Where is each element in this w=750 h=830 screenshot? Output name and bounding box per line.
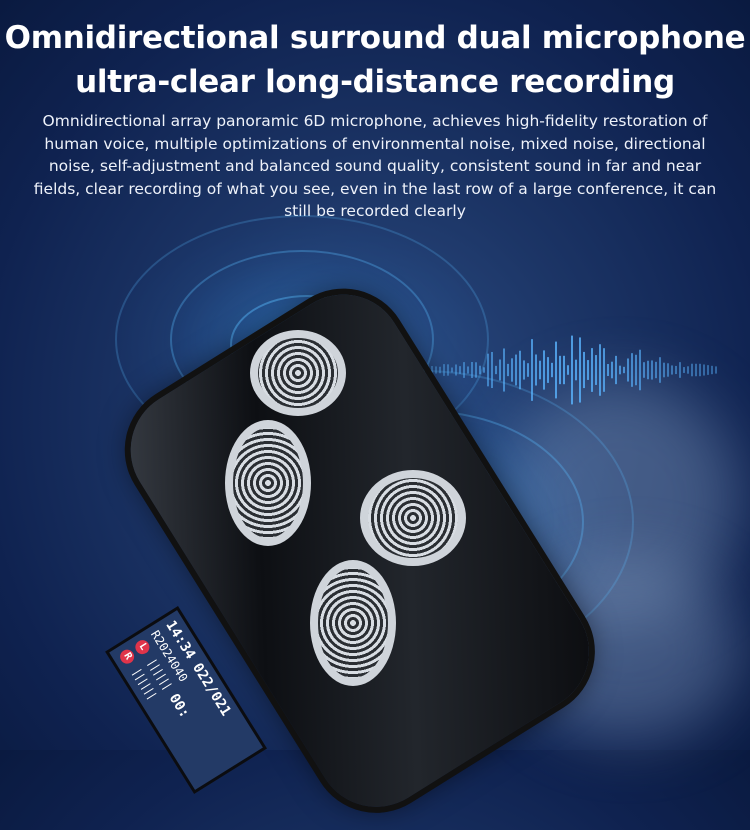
microphone-grill xyxy=(250,330,346,416)
headline-line-2: ultra-clear long-distance recording xyxy=(75,64,675,100)
description: Omnidirectional array panoramic 6D micro… xyxy=(33,112,717,220)
sound-waveform xyxy=(400,335,717,405)
channel-right-badge: R xyxy=(117,647,137,667)
microphone-grill xyxy=(310,560,396,686)
microphone-grill xyxy=(360,470,466,566)
headline-line-1: Omnidirectional surround dual microphone xyxy=(4,20,746,56)
microphone-grill xyxy=(225,420,311,546)
